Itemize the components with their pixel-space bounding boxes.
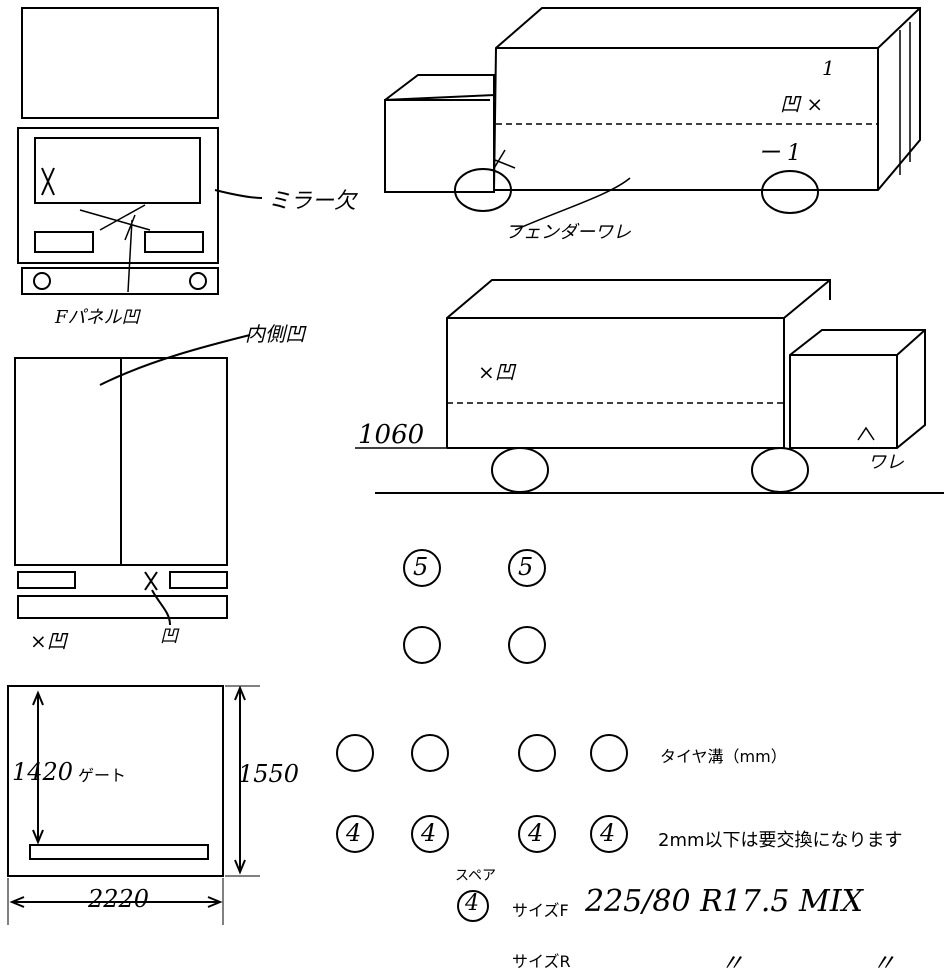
bumper-leader <box>144 571 171 626</box>
size-f-label: サイズF <box>512 901 569 920</box>
total-height-value: 1550 <box>238 760 300 788</box>
box-top-dent-note: 凹 × <box>780 92 824 116</box>
fender-crack-note: フェンダーワレ <box>505 222 631 243</box>
front-panel-leader <box>79 204 151 293</box>
windshield <box>34 137 201 204</box>
truck-top-view <box>21 7 219 119</box>
front-bumper <box>21 267 219 295</box>
cab-crack-note: ワレ <box>868 452 904 473</box>
gate-bar <box>29 844 209 860</box>
width-value: 2220 <box>88 885 150 913</box>
tire-diagram <box>336 549 628 922</box>
gate-arrowheads <box>32 690 44 845</box>
truck-side-right-facing <box>355 279 944 494</box>
size-r-value: 〃 〃 <box>720 949 896 977</box>
spare-label: スペア <box>455 868 497 884</box>
fog-lamp-left <box>33 272 51 290</box>
tire-rear-3-value: 4 <box>528 819 544 847</box>
tail-light-left <box>17 571 76 589</box>
height-1060: 1060 <box>358 420 425 450</box>
tail-light-right <box>169 571 228 589</box>
fog-lamp-right <box>189 272 207 290</box>
windshield-x-mark <box>41 167 55 196</box>
tire-rear-4-value: 4 <box>600 819 616 847</box>
tire-front-left-value: 5 <box>413 553 429 581</box>
replacement-note: 2mm以下は要交換になります <box>658 830 903 851</box>
width-arrowheads <box>9 896 223 908</box>
inner-dent-note: 内側凹 <box>245 322 305 346</box>
box-top-one: 1 <box>822 56 835 80</box>
box-side-dash-note: ー 1 <box>758 141 801 166</box>
mirror-leader-line <box>214 189 263 199</box>
rear-dent-note: ×凹 <box>30 629 67 653</box>
tire-front-right-value: 5 <box>518 553 534 581</box>
bumper-dent-note: 凹 <box>160 626 178 647</box>
mirror-missing-note: ミラー欠 <box>268 189 357 214</box>
tire-rear-1-value: 4 <box>346 819 362 847</box>
tire-rear-2-value: 4 <box>421 819 437 847</box>
inner-leader-line <box>99 334 251 386</box>
size-f-value: 225/80 R17.5 MIX <box>585 884 863 919</box>
front-panel-note: Fパネル凹 <box>55 307 140 328</box>
tread-depth-label: タイヤ溝（mm） <box>660 747 787 766</box>
headlight-right <box>144 231 204 253</box>
gate-label: ゲート <box>78 766 127 785</box>
gate-height-value: 1420 <box>12 758 74 786</box>
size-r-label: サイズR <box>512 952 571 971</box>
truck-side-left-facing <box>384 7 921 231</box>
rear-bumper <box>17 595 228 619</box>
truck-front-view <box>17 127 219 264</box>
headlight-left <box>34 231 94 253</box>
box-dent-note: ×凹 <box>478 360 515 384</box>
spare-value: 4 <box>465 891 479 916</box>
rear-gate-box <box>7 685 224 877</box>
total-arrowheads <box>234 685 246 875</box>
